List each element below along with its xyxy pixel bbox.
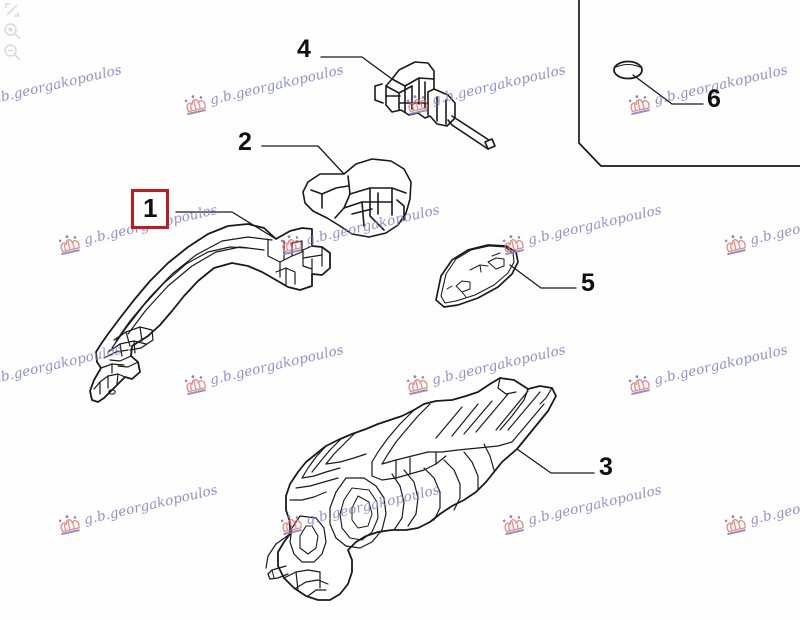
part-number-5[interactable]: 5 (581, 269, 595, 297)
part-number-6[interactable]: 6 (707, 85, 721, 113)
leader-line-6 (632, 74, 704, 105)
part-number-3[interactable]: 3 (599, 453, 613, 481)
part-number-4[interactable]: 4 (297, 35, 311, 63)
zoom-out-icon[interactable] (2, 42, 22, 62)
fit-page-icon[interactable] (2, 0, 22, 20)
viewer-tools (2, 0, 26, 63)
zoom-in-icon[interactable] (2, 21, 22, 41)
part-4-lock-cylinder (374, 61, 496, 150)
part-2-end-cap (302, 158, 412, 238)
leader-line-5 (509, 264, 577, 289)
part-number-2[interactable]: 2 (238, 128, 252, 156)
part-5-blanking-cover (435, 244, 519, 308)
leader-line-2 (261, 145, 345, 175)
leader-line-1 (175, 211, 277, 240)
part-3-carrier-bracket (265, 377, 557, 601)
part-6-plug-cap (613, 60, 643, 80)
leader-line-3 (516, 448, 595, 474)
leader-line-4 (320, 56, 393, 80)
part-1-handle-grip (89, 223, 331, 403)
part-6-panel-frame (578, 0, 800, 167)
leader-lines (175, 56, 704, 474)
part-number-1[interactable]: 1 (131, 189, 170, 229)
